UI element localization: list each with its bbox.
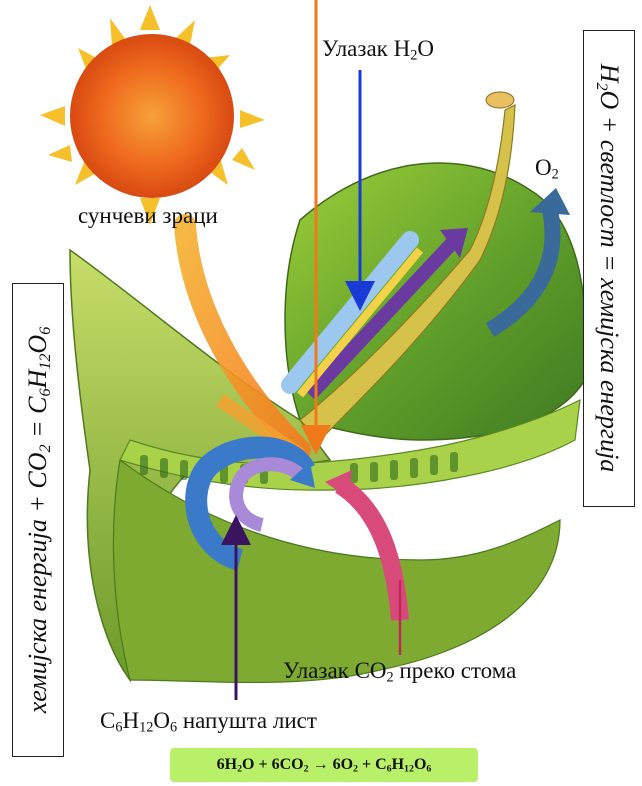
right-equation-box: H2O + светлост = хемијска енергија xyxy=(583,30,635,507)
sun-icon xyxy=(40,5,265,225)
left-equation-text: хемијска енергија + CO2 = C6H12O6 xyxy=(13,286,63,754)
glucose-out-label: C6H12O6 напушта лист xyxy=(100,708,317,737)
left-equation-box: хемијска енергија + CO2 = C6H12O6 xyxy=(12,283,64,757)
photosynthesis-equation: 6H2O + 6CO2 → 6O2 + C6H12O6 xyxy=(170,748,478,782)
oxygen-label: O2 xyxy=(535,155,559,184)
co2-in-label: Улазак CO2 преко стома xyxy=(283,658,516,687)
sun-rays-label: сунчеви зраци xyxy=(78,203,218,229)
right-equation-text: H2O + светлост = хемијска енергија xyxy=(584,33,634,503)
water-in-label: Улазак H2O xyxy=(322,36,434,65)
